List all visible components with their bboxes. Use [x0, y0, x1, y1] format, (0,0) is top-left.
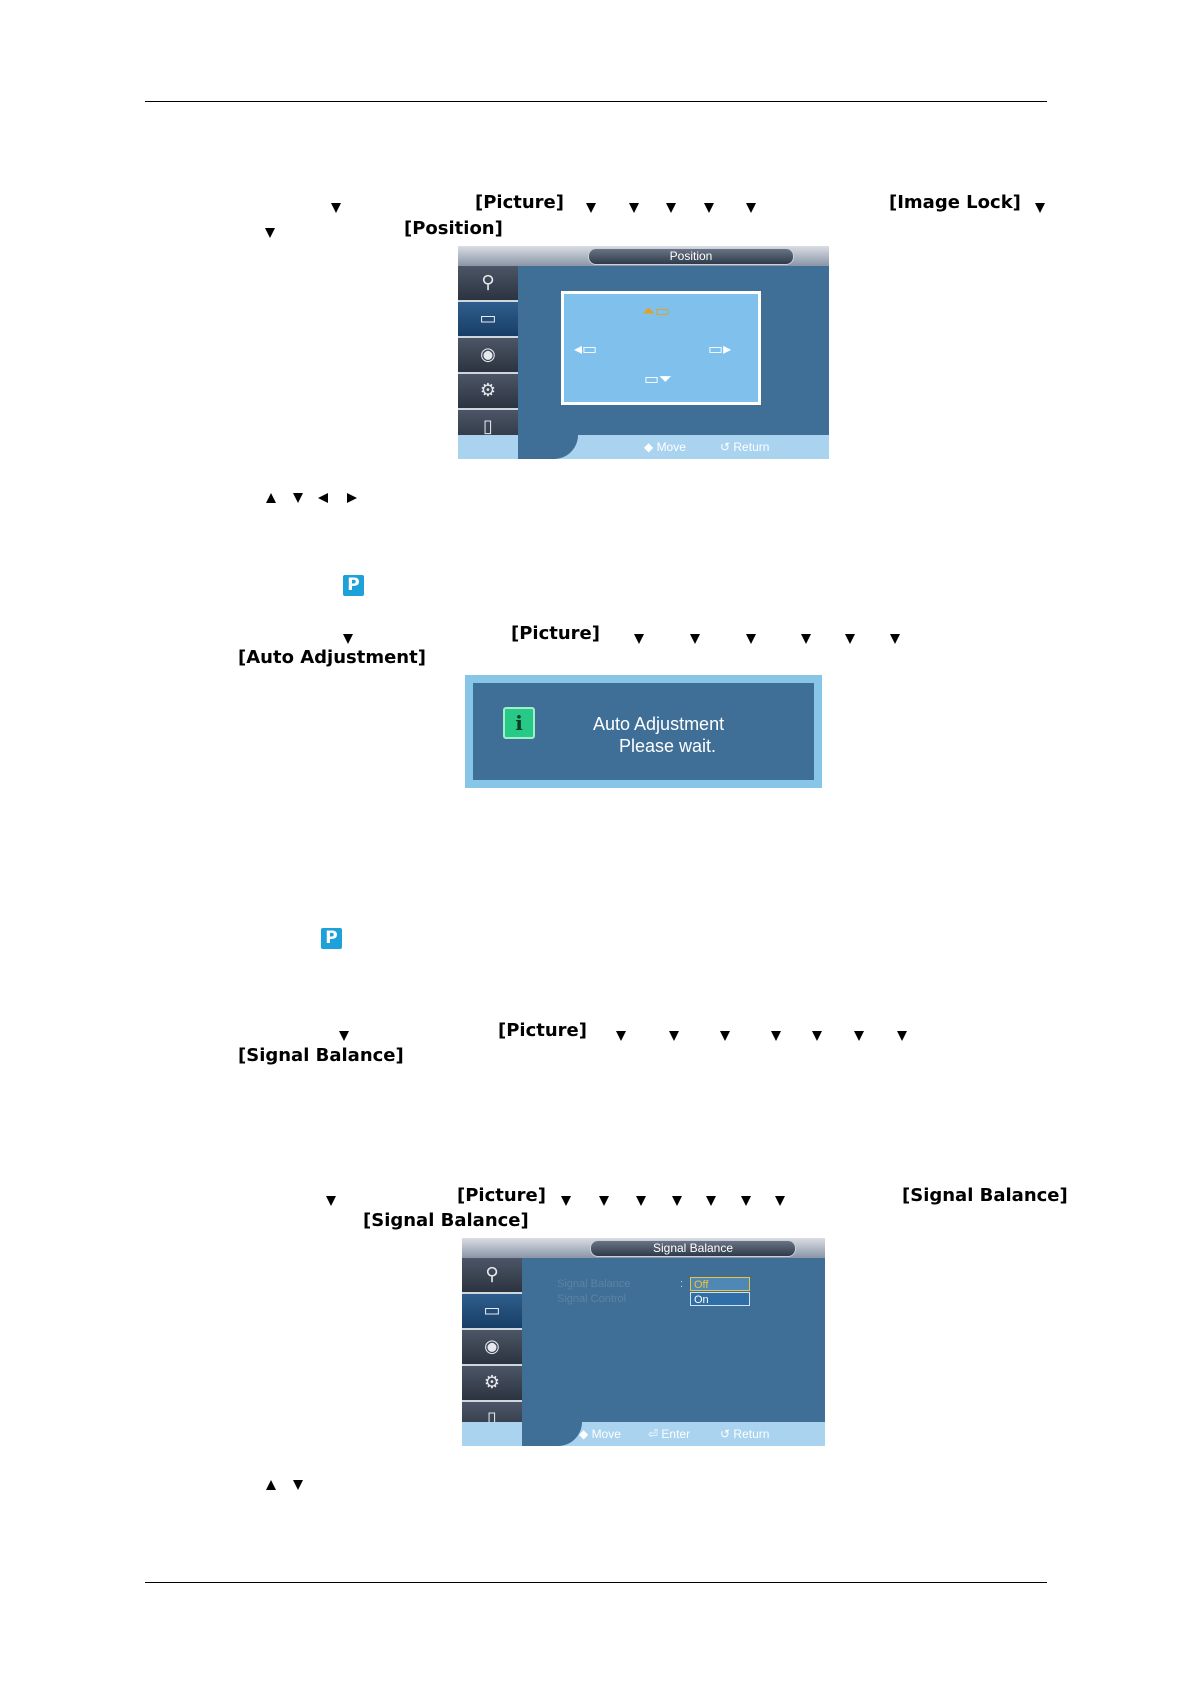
colon: : [680, 1278, 684, 1290]
signal-balance-keyword: [Signal Balance] [238, 1045, 404, 1066]
down-arrow-icon [629, 203, 639, 213]
bottom-rule [145, 1582, 1047, 1583]
down-arrow-icon [812, 1031, 822, 1041]
down-arrow-icon [854, 1031, 864, 1041]
osd-signal-balance-screen: Signal Balance ⚲ ▭ ◉ ⚙ ▯ Signal Balance … [462, 1238, 825, 1446]
down-arrow-icon [672, 1196, 682, 1206]
picture-keyword: [Picture] [498, 1020, 587, 1041]
move-hint: ◆ Move [579, 1427, 621, 1441]
osd-position-screen: Position ⚲ ▭ ◉ ⚙ ▯ ⏶▭ ◂▭ ▭▸ ▭⏷ ◆ Move ↺ … [458, 246, 829, 459]
down-arrow-icon [326, 1196, 336, 1206]
sidebar-input-icon[interactable]: ⚲ [462, 1258, 522, 1294]
osd-title: Position [588, 248, 794, 265]
down-arrow-icon [801, 634, 811, 644]
picture-keyword: [Picture] [511, 623, 600, 644]
auto-adjustment-keyword: [Auto Adjustment] [238, 647, 426, 668]
sidebar-setup-icon[interactable]: ⚙ [458, 374, 518, 410]
move-hint: ◆ Move [644, 440, 686, 454]
picture-keyword: [Picture] [475, 192, 564, 213]
p-badge-icon: P [343, 575, 364, 596]
option-off[interactable]: Off [690, 1277, 750, 1291]
down-arrow-icon [890, 634, 900, 644]
return-hint: ↺ Return [720, 1427, 770, 1441]
image-lock-keyword: [Image Lock] [889, 192, 1021, 213]
down-arrow-icon [669, 1031, 679, 1041]
right-arrow-icon [347, 493, 357, 503]
up-position-icon[interactable]: ⏶▭ [642, 301, 670, 320]
up-arrow-icon [266, 493, 276, 503]
signal-control-label: Signal Control [557, 1293, 627, 1305]
return-hint-label: Return [733, 440, 770, 454]
left-arrow-icon [318, 493, 328, 503]
return-hint: ↺ Return [720, 440, 770, 454]
down-arrow-icon [746, 203, 756, 213]
osd-sidebar: ⚲ ▭ ◉ ⚙ ▯ [458, 266, 518, 444]
right-position-icon[interactable]: ▭▸ [708, 339, 732, 358]
down-arrow-icon [690, 634, 700, 644]
picture-keyword: [Picture] [457, 1185, 546, 1206]
sidebar-picture-icon[interactable]: ▭ [458, 302, 518, 338]
enter-hint-label: Enter [661, 1427, 691, 1441]
sidebar-input-icon[interactable]: ⚲ [458, 266, 518, 302]
up-arrow-icon [266, 1480, 276, 1490]
down-position-icon[interactable]: ▭⏷ [644, 369, 672, 388]
p-badge-icon: P [321, 928, 342, 949]
down-arrow-icon [599, 1196, 609, 1206]
down-arrow-icon [616, 1031, 626, 1041]
dialog-body: i Auto Adjustment Please wait. [473, 683, 814, 780]
enter-hint: ⏎ Enter [648, 1427, 691, 1441]
dialog-message: Please wait. [619, 736, 717, 756]
info-icon: i [503, 707, 535, 739]
down-arrow-icon [634, 634, 644, 644]
osd-hint-bar [462, 1422, 825, 1446]
down-arrow-icon [293, 1480, 303, 1490]
down-arrow-icon [666, 203, 676, 213]
down-arrow-icon [331, 203, 341, 213]
down-arrow-icon [561, 1196, 571, 1206]
signal-balance-keyword: [Signal Balance] [902, 1185, 1068, 1206]
move-hint-label: Move [656, 440, 686, 454]
down-arrow-icon [265, 228, 275, 238]
osd-sidebar: ⚲ ▭ ◉ ⚙ ▯ [462, 1258, 522, 1436]
dialog-title: Auto Adjustment [593, 714, 725, 734]
down-arrow-icon [706, 1196, 716, 1206]
sidebar-sound-icon[interactable]: ◉ [458, 338, 518, 374]
sidebar-picture-icon[interactable]: ▭ [462, 1294, 522, 1330]
left-position-icon[interactable]: ◂▭ [574, 339, 598, 358]
down-arrow-icon [343, 634, 353, 644]
down-arrow-icon [897, 1031, 907, 1041]
sidebar-sound-icon[interactable]: ◉ [462, 1330, 522, 1366]
down-arrow-icon [775, 1196, 785, 1206]
position-keyword: [Position] [404, 218, 503, 239]
return-hint-label: Return [733, 1427, 770, 1441]
down-arrow-icon [720, 1031, 730, 1041]
down-arrow-icon [339, 1031, 349, 1041]
osd-title: Signal Balance [590, 1240, 796, 1257]
down-arrow-icon [1035, 203, 1045, 213]
option-on[interactable]: On [690, 1292, 750, 1306]
top-rule [145, 101, 1047, 102]
signal-balance-keyword: [Signal Balance] [363, 1210, 529, 1231]
down-arrow-icon [704, 203, 714, 213]
down-arrow-icon [586, 203, 596, 213]
down-arrow-icon [293, 493, 303, 503]
down-arrow-icon [845, 634, 855, 644]
down-arrow-icon [636, 1196, 646, 1206]
down-arrow-icon [771, 1031, 781, 1041]
move-hint-label: Move [591, 1427, 621, 1441]
position-frame: ⏶▭ ◂▭ ▭▸ ▭⏷ [561, 291, 761, 405]
sidebar-setup-icon[interactable]: ⚙ [462, 1366, 522, 1402]
auto-adjustment-dialog: i Auto Adjustment Please wait. [465, 675, 822, 788]
down-arrow-icon [741, 1196, 751, 1206]
down-arrow-icon [746, 634, 756, 644]
signal-balance-label: Signal Balance [557, 1278, 631, 1290]
